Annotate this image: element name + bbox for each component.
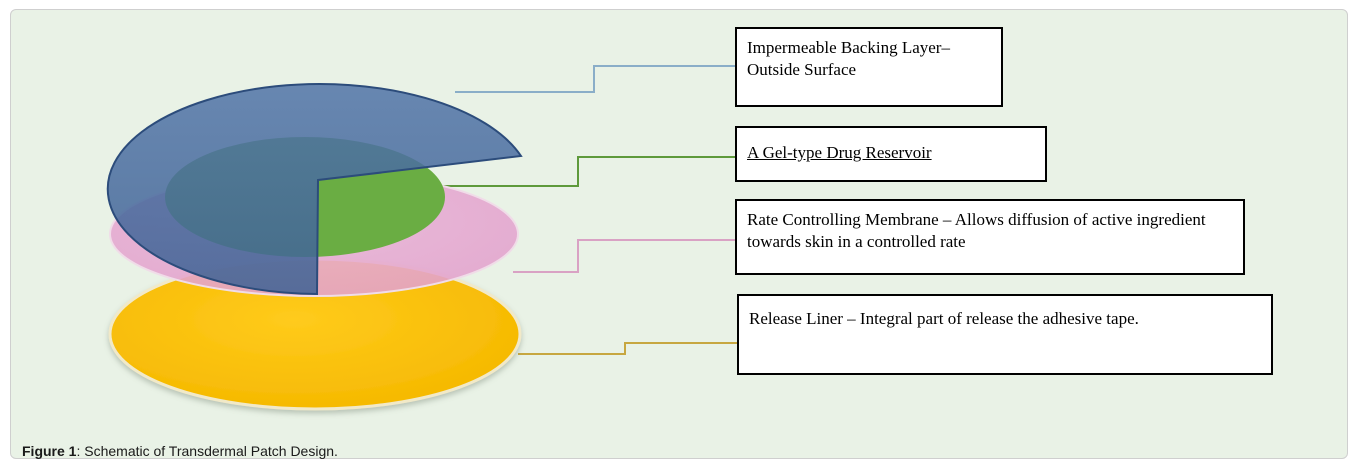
membrane-label: Rate Controlling Membrane – Allows diffu… xyxy=(747,210,1206,251)
connector-liner xyxy=(518,342,737,355)
connector-membrane xyxy=(513,239,735,273)
connector-reservoir xyxy=(438,156,735,187)
figure-caption-text: : Schematic of Transdermal Patch Design. xyxy=(76,443,338,459)
drug-reservoir-label-box: A Gel-type Drug Reservoir xyxy=(735,126,1047,182)
connector-backing xyxy=(455,65,735,93)
backing-layer-label: Impermeable Backing Layer– Outside Surfa… xyxy=(747,38,950,79)
backing-layer xyxy=(106,83,523,296)
backing-layer-label-box: Impermeable Backing Layer– Outside Surfa… xyxy=(735,27,1003,107)
membrane-label-box: Rate Controlling Membrane – Allows diffu… xyxy=(735,199,1245,275)
drug-reservoir-label: A Gel-type Drug Reservoir xyxy=(747,143,932,162)
release-liner-label-box: Release Liner – Integral part of release… xyxy=(737,294,1273,375)
release-liner-label: Release Liner – Integral part of release… xyxy=(749,309,1139,328)
figure-caption: Figure 1: Schematic of Transdermal Patch… xyxy=(22,443,338,459)
figure-caption-label: Figure 1 xyxy=(22,443,77,459)
